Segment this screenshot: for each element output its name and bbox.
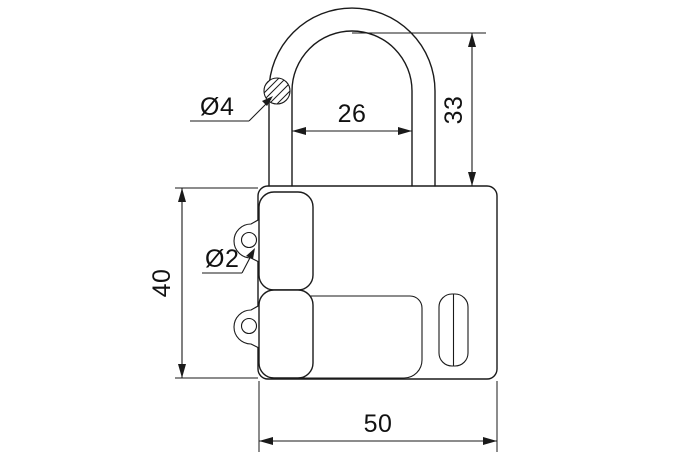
shackle bbox=[268, 7, 436, 187]
dimension-shackle-height: 33 bbox=[352, 32, 486, 186]
section-circle-outline bbox=[263, 77, 291, 105]
upper-eyelet-hole bbox=[240, 231, 258, 249]
lock-body bbox=[257, 185, 498, 380]
shackle-inner-contour bbox=[291, 30, 413, 187]
lower-eyelet-hole bbox=[240, 317, 258, 335]
diameter4-arrow-head bbox=[262, 96, 273, 106]
dim50-arrow-left bbox=[259, 437, 273, 445]
dimension-body-height: 40 bbox=[148, 187, 258, 379]
diameter2-label: Ø2 bbox=[205, 245, 239, 273]
dimension-shackle-diameter: Ø4 bbox=[190, 93, 273, 122]
hinge-knuckles bbox=[233, 191, 314, 379]
dim33-arrow-bottom bbox=[468, 172, 476, 186]
upper-hinge-knuckle bbox=[258, 191, 314, 291]
dim50-label: 50 bbox=[364, 410, 393, 438]
diameter2-arrow-head bbox=[246, 248, 255, 259]
dimension-eyelet-diameter: Ø2 bbox=[202, 245, 255, 274]
dim33-label: 33 bbox=[440, 96, 468, 125]
keyhole bbox=[438, 293, 469, 367]
dim40-arrow-top bbox=[178, 188, 186, 202]
body-outline bbox=[257, 185, 498, 380]
dim33-arrow-top bbox=[468, 33, 476, 47]
shackle-outer-contour bbox=[268, 7, 436, 187]
dimension-body-width: 50 bbox=[258, 381, 498, 452]
dim50-arrow-right bbox=[483, 437, 497, 445]
dim40-label: 40 bbox=[148, 269, 176, 298]
dim26-arrow-right bbox=[398, 127, 412, 135]
lower-hinge-knuckle bbox=[258, 289, 314, 379]
dimension-shackle-clearance: 26 bbox=[292, 100, 412, 135]
body-inner-recess bbox=[299, 295, 423, 379]
dim40-arrow-bottom bbox=[178, 364, 186, 378]
diameter4-label: Ø4 bbox=[200, 93, 234, 121]
dim26-arrow-left bbox=[292, 127, 306, 135]
dim26-label: 26 bbox=[338, 100, 367, 128]
